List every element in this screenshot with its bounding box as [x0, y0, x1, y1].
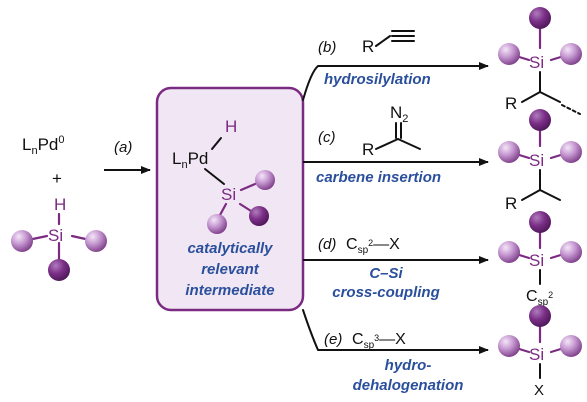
product-b-r-label: R [505, 94, 517, 113]
ball-icon [498, 335, 520, 357]
pathway-c-name: carbene insertion [316, 169, 441, 186]
intermediate-caption-line: catalytically [187, 240, 273, 257]
pathway-d: (d) Csp2—X C–Si cross-coupling [303, 236, 489, 301]
ball-icon [560, 141, 582, 163]
silane-h-label: H [54, 195, 66, 214]
pathway-b-label: (b) [318, 39, 336, 56]
pathway-d-name-line: C–Si [369, 265, 403, 282]
intermediate-pd-label: LnPd [172, 149, 208, 171]
ball-icon [498, 141, 520, 163]
product-b-si-label: Si [529, 53, 544, 72]
product-d: Si Csp2 [498, 211, 582, 308]
pathway-b: (b) R hydrosilylation [318, 30, 489, 88]
ball-icon [560, 335, 582, 357]
pathway-e-name-line: dehalogenation [353, 377, 464, 394]
ball-icon [529, 7, 551, 29]
ball-icon [498, 241, 520, 263]
product-c: Si R [498, 109, 582, 213]
reactant-silane: H Si [11, 195, 107, 281]
intermediate-si-label: Si [221, 185, 236, 204]
product-c-r-label: R [505, 194, 517, 213]
ball-icon [529, 109, 551, 131]
pathway-e-reagent: Csp3—X [352, 331, 406, 351]
ball-icon [249, 206, 269, 226]
product-e: Si X [498, 305, 582, 399]
pathway-d-reagent: Csp2—X [346, 236, 400, 256]
ball-icon [11, 230, 33, 252]
pathway-d-label: (d) [318, 236, 336, 253]
branch-connector [302, 309, 319, 351]
intermediate-caption-line: relevant [201, 261, 260, 278]
ball-icon [560, 241, 582, 263]
step-a-label: (a) [114, 139, 132, 156]
ball-icon [207, 214, 227, 234]
product-e-x-label: X [534, 382, 544, 399]
ball-icon [529, 305, 551, 327]
intermediate-caption-line: intermediate [185, 282, 274, 299]
pathway-c-label: (c) [318, 129, 336, 146]
pd0-label: LnPd0 [22, 134, 65, 157]
product-e-si-label: Si [529, 345, 544, 364]
reactant-pd-complex: LnPd0 + [22, 134, 65, 188]
pathway-e: (e) Csp3—X hydro- dehalogenation [318, 331, 489, 394]
pathway-c: N2 (c) R carbene insertion [303, 103, 489, 186]
product-d-si-label: Si [529, 251, 544, 270]
ball-icon [529, 211, 551, 233]
intermediate-h-label: H [225, 117, 237, 136]
pathway-c-n2-label: N2 [390, 103, 408, 125]
ball-icon [85, 230, 107, 252]
pathway-e-name-line: hydro- [385, 357, 432, 374]
pathway-c-r-label: R [362, 140, 374, 159]
product-d-csp2-label: Csp2 [526, 288, 553, 308]
pathway-d-name-line: cross-coupling [332, 284, 440, 301]
silane-si-label: Si [48, 226, 63, 245]
product-c-si-label: Si [529, 151, 544, 170]
pathway-b-name: hydrosilylation [324, 71, 431, 88]
plus-sign: + [52, 169, 62, 188]
product-b: Si R [498, 7, 582, 115]
pathway-e-label: (e) [324, 331, 342, 348]
ball-icon [560, 43, 582, 65]
pathway-b-r-label: R [362, 37, 374, 56]
ball-icon [48, 259, 70, 281]
branch-connector [302, 65, 319, 101]
ball-icon [255, 170, 275, 190]
intermediate-box: H LnPd Si catalytically relevant interme… [155, 86, 305, 312]
ball-icon [498, 43, 520, 65]
